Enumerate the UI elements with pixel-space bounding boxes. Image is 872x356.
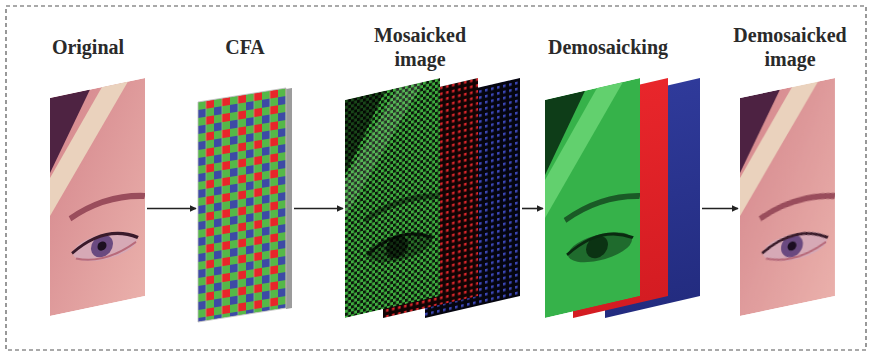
stage-panel: Demosaicked image <box>740 95 835 322</box>
demosaicked-image <box>740 78 835 316</box>
flow-arrow <box>147 208 196 210</box>
stage-heading: CFA <box>195 35 295 59</box>
cfa-edge <box>286 88 292 309</box>
stage-heading: Mosaicked image <box>358 23 483 71</box>
bayer-pattern <box>198 88 286 322</box>
flow-arrow <box>702 208 738 210</box>
stage-heading: Original <box>23 35 153 59</box>
dashed-frame <box>6 6 866 350</box>
cfa-filter <box>198 87 292 323</box>
stage-heading: Demosaicked image <box>725 23 855 71</box>
stage-panel: CFA <box>198 95 292 322</box>
flow-arrow <box>294 208 343 210</box>
stage-panel: Demosaicking <box>545 95 700 322</box>
flow-arrow <box>522 208 543 210</box>
stage-heading: Demosaicking <box>533 35 683 59</box>
mosaic-green-layer <box>345 78 440 318</box>
stage-panel: Original <box>50 95 145 322</box>
stage-panel: Mosaicked image <box>345 95 520 322</box>
original-image <box>50 78 145 316</box>
interp-green-layer <box>545 78 640 318</box>
